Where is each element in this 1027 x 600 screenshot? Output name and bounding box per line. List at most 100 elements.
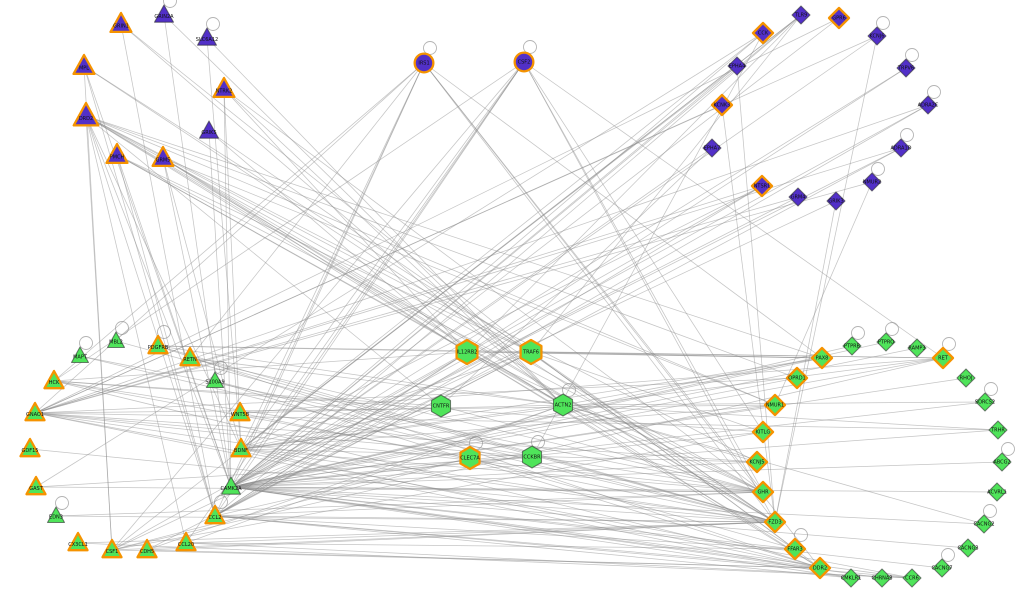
node-CACNG3[interactable]: CACNG3 bbox=[957, 538, 979, 558]
node-shape-circle[interactable] bbox=[413, 52, 435, 74]
node-GAST[interactable]: GAST bbox=[25, 475, 47, 496]
node-shape-diamond[interactable] bbox=[788, 187, 808, 207]
node-shape-triangle[interactable] bbox=[24, 401, 46, 422]
node-shape-diamond[interactable] bbox=[841, 568, 861, 588]
node-shape-diamond[interactable] bbox=[988, 420, 1008, 440]
node-shape-triangle[interactable] bbox=[196, 27, 218, 46]
node-RET[interactable]: RET bbox=[931, 346, 955, 370]
node-shape-diamond[interactable] bbox=[907, 338, 927, 358]
node-shape-diamond[interactable] bbox=[931, 346, 955, 370]
node-shape-diamond[interactable] bbox=[827, 6, 851, 30]
node-shape-diamond[interactable] bbox=[896, 58, 916, 78]
node-shape-triangle[interactable] bbox=[70, 346, 90, 364]
node-IL12RB2[interactable]: IL12RB2 bbox=[455, 338, 479, 366]
node-shape-triangle[interactable] bbox=[25, 475, 47, 496]
node-CHRNA3[interactable]: CHRNA3 bbox=[871, 568, 893, 588]
node-shape-triangle[interactable] bbox=[101, 538, 123, 559]
node-shape-triangle[interactable] bbox=[230, 437, 252, 458]
node-CCKBR[interactable]: CCKBR bbox=[521, 445, 543, 469]
node-shape-hexagon[interactable] bbox=[430, 394, 452, 418]
node-shape-triangle[interactable] bbox=[204, 504, 226, 525]
node-shape-diamond[interactable] bbox=[785, 366, 809, 390]
node-KCNK3[interactable]: KCNK3 bbox=[710, 93, 734, 117]
node-shape-diamond[interactable] bbox=[791, 5, 811, 25]
node-shape-diamond[interactable] bbox=[710, 93, 734, 117]
node-CNTFR[interactable]: CNTFR bbox=[430, 394, 452, 418]
node-GPR6[interactable]: GPR6 bbox=[827, 6, 851, 30]
node-shape-triangle[interactable] bbox=[220, 476, 242, 495]
node-MPL[interactable]: MPL bbox=[72, 53, 96, 76]
node-shape-triangle[interactable] bbox=[43, 369, 65, 390]
node-IRS1[interactable]: IRS1 bbox=[413, 52, 435, 74]
node-CLEC7A[interactable]: CLEC7A bbox=[459, 445, 481, 471]
node-shape-hexagon[interactable] bbox=[459, 445, 481, 471]
node-shape-diamond[interactable] bbox=[958, 538, 978, 558]
node-DDR2[interactable]: DDR2 bbox=[808, 556, 832, 580]
node-GNAO1[interactable]: GNAO1 bbox=[24, 401, 46, 422]
node-shape-diamond[interactable] bbox=[902, 568, 922, 588]
node-CSF2[interactable]: CSF2 bbox=[513, 51, 535, 73]
node-shape-diamond[interactable] bbox=[763, 393, 787, 417]
node-shape-diamond[interactable] bbox=[891, 138, 911, 158]
node-shape-triangle[interactable] bbox=[205, 371, 225, 389]
node-shape-diamond[interactable] bbox=[842, 336, 862, 356]
node-shape-diamond[interactable] bbox=[876, 332, 896, 352]
node-HCK[interactable]: HCK bbox=[43, 369, 65, 390]
node-shape-diamond[interactable] bbox=[872, 568, 892, 588]
node-shape-triangle[interactable] bbox=[147, 334, 169, 355]
node-RHOJ[interactable]: RHOJ bbox=[956, 368, 976, 388]
node-shape-diamond[interactable] bbox=[867, 26, 887, 46]
node-shape-diamond[interactable] bbox=[751, 480, 775, 504]
node-shape-diamond[interactable] bbox=[862, 172, 882, 192]
node-shape-diamond[interactable] bbox=[918, 95, 938, 115]
node-shape-triangle[interactable] bbox=[179, 346, 201, 367]
node-shape-diamond[interactable] bbox=[987, 482, 1007, 502]
node-shape-diamond[interactable] bbox=[750, 174, 774, 198]
node-shape-hexagon[interactable] bbox=[455, 338, 479, 366]
node-shape-circle[interactable] bbox=[513, 51, 535, 73]
node-KITLG[interactable]: KITLG bbox=[751, 420, 775, 444]
node-shape-triangle[interactable] bbox=[72, 53, 96, 76]
node-shape-triangle[interactable] bbox=[229, 401, 251, 422]
node-shape-triangle[interactable] bbox=[106, 331, 126, 349]
node-shape-triangle[interactable] bbox=[72, 101, 100, 127]
node-shape-triangle[interactable] bbox=[153, 4, 175, 23]
node-shape-diamond[interactable] bbox=[956, 368, 976, 388]
node-shape-diamond[interactable] bbox=[727, 56, 747, 76]
node-shape-diamond[interactable] bbox=[763, 510, 787, 534]
node-GRIK3[interactable]: GRIK3 bbox=[826, 191, 846, 211]
node-shape-diamond[interactable] bbox=[751, 420, 775, 444]
node-CX3CL1[interactable]: CX3CL1 bbox=[67, 531, 89, 552]
node-shape-diamond[interactable] bbox=[826, 191, 846, 211]
node-shape-triangle[interactable] bbox=[212, 76, 236, 99]
node-CCR6[interactable]: CCR6 bbox=[902, 568, 922, 588]
node-shape-hexagon[interactable] bbox=[552, 393, 574, 417]
node-WNT5B[interactable]: WNT5B bbox=[229, 401, 251, 422]
node-FFAR3[interactable]: FFAR3 bbox=[783, 537, 807, 561]
node-shape-diamond[interactable] bbox=[974, 514, 994, 534]
node-shape-diamond[interactable] bbox=[932, 558, 952, 578]
node-shape-diamond[interactable] bbox=[808, 556, 832, 580]
node-shape-triangle[interactable] bbox=[19, 437, 41, 458]
node-ACTN2[interactable]: ACTN2 bbox=[552, 393, 574, 417]
node-shape-triangle[interactable] bbox=[198, 120, 220, 139]
node-shape-triangle[interactable] bbox=[136, 538, 158, 559]
node-RAMP3[interactable]: RAMP3 bbox=[907, 338, 927, 358]
node-shape-triangle[interactable] bbox=[109, 11, 133, 34]
node-GDF15[interactable]: GDF15 bbox=[19, 437, 41, 458]
node-shape-diamond[interactable] bbox=[992, 452, 1012, 472]
node-shape-triangle[interactable] bbox=[175, 531, 197, 552]
node-DRD2[interactable]: DRD2 bbox=[72, 101, 100, 127]
node-GRM5[interactable]: GRM5 bbox=[151, 145, 175, 168]
node-shape-diamond[interactable] bbox=[810, 346, 834, 370]
node-shape-triangle[interactable] bbox=[67, 531, 89, 552]
node-shape-hexagon[interactable] bbox=[521, 445, 543, 469]
node-shape-triangle[interactable] bbox=[46, 506, 66, 524]
node-TRAF6[interactable]: TRAF6 bbox=[519, 338, 543, 366]
node-NMUR1[interactable]: NMUR1 bbox=[763, 393, 787, 417]
node-shape-hexagon[interactable] bbox=[519, 338, 543, 366]
node-TRHR[interactable]: TRHR bbox=[988, 420, 1008, 440]
node-shape-triangle[interactable] bbox=[105, 142, 129, 165]
